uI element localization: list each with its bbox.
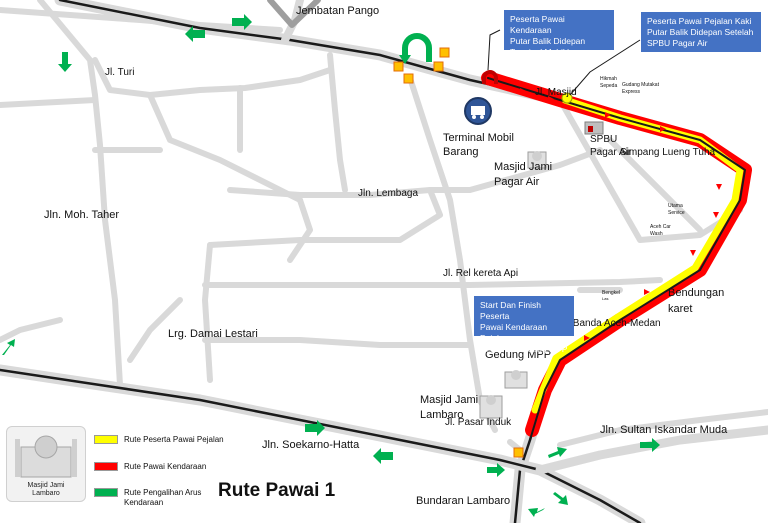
label-bengkel-2: Las bbox=[602, 296, 608, 301]
detour-arrow-icon bbox=[548, 447, 567, 458]
label-banda-aceh-medan: Jl. Banda Aceh-Medan bbox=[560, 318, 661, 329]
label-terminal-2: Barang bbox=[443, 146, 478, 158]
legend-swatch-green bbox=[94, 488, 118, 497]
mosque-icon bbox=[504, 370, 528, 389]
label-hikmah-2: Sepeda bbox=[600, 83, 617, 89]
legend-label: Rute Peserta Pawai Pejalan bbox=[124, 435, 224, 444]
label-gedung-mpp: Gedung MPP bbox=[485, 349, 551, 361]
callout-walk-line-3: SPBU Pagar Air bbox=[647, 38, 708, 48]
u-turn-red-icon bbox=[482, 70, 498, 84]
legend-swatch-red bbox=[94, 462, 118, 471]
detour-arrow-icon bbox=[528, 508, 545, 517]
label-masjid-lambaro: Masjid Jami bbox=[420, 394, 478, 406]
label-hikmah: Hikmah bbox=[600, 76, 617, 82]
arrow-icon bbox=[716, 184, 722, 190]
detour-arrow-icon bbox=[373, 448, 393, 464]
label-terminal: Terminal Mobil bbox=[443, 132, 514, 144]
label-masjid-lambaro-2: Lambaro bbox=[420, 409, 463, 421]
callout-vehicle-uturn: Peserta Pawai Kendaraan Putar Balik Dide… bbox=[504, 10, 614, 57]
arrow-icon bbox=[690, 250, 696, 256]
label-jl-soekarno: Jln. Soekarno-Hatta bbox=[262, 439, 360, 451]
label-jl-turi: Jl. Turi bbox=[105, 67, 134, 78]
legend-item-detour: Rute Pengalihan Arus Kendaraan bbox=[94, 488, 214, 508]
map-labels: Jembatan Pango Jl. Turi Jl. Masjid Termi… bbox=[44, 5, 728, 507]
map-title: Rute Pawai 1 bbox=[218, 480, 336, 501]
label-spbu-2: Pagar Air bbox=[590, 147, 632, 158]
callout-start-line-3: Di depan Gedung MPP bbox=[480, 344, 568, 354]
label-aceh-car-2: Wash bbox=[650, 231, 663, 237]
legend-image-caption: Masjid Jami Lambaro bbox=[7, 482, 85, 498]
detour-arrow-icon bbox=[305, 420, 325, 436]
label-utama-2: Service bbox=[668, 210, 685, 216]
detour-arrow-icon bbox=[553, 492, 568, 505]
arrow-icon bbox=[660, 126, 666, 132]
label-utama: Utama bbox=[668, 203, 683, 209]
callout-vehicle-line-3: Terminal Mobil barang bbox=[510, 47, 594, 57]
label-aceh-car: Aceh Car bbox=[650, 224, 671, 230]
callout-start-line-1: Start Dan Finish Peserta bbox=[480, 300, 541, 321]
label-jl-lembaga: Jln. Lembaga bbox=[358, 188, 418, 199]
arrow-icon bbox=[713, 212, 719, 218]
detour-arrows bbox=[2, 14, 660, 517]
label-bundaran: Bundaran Lambaro bbox=[416, 495, 510, 507]
mosque-icon bbox=[479, 395, 503, 419]
label-gudang: Gudang Mutakat bbox=[622, 82, 660, 88]
legend-swatch-yellow bbox=[94, 435, 118, 444]
arrow-icon bbox=[584, 335, 590, 341]
callout-start-line-2: Pawai Kendaraan Pejalan bbox=[480, 322, 548, 343]
label-masjid-pagar-air: Masjid Jami bbox=[494, 161, 552, 173]
detour-arrow-icon bbox=[2, 339, 15, 355]
legend-caption-line-2: Lambaro bbox=[32, 490, 60, 497]
legend-label: Rute Pengalihan Arus Kendaraan bbox=[124, 488, 202, 507]
callout-walk-line-2: Putar Balik Didepan Setelah bbox=[647, 27, 754, 37]
callout-vehicle-line-1: Peserta Pawai Kendaraan bbox=[510, 14, 565, 35]
gas-station-icon bbox=[584, 121, 604, 135]
arrow-icon bbox=[520, 88, 526, 94]
label-bengkel: Bengkel bbox=[602, 290, 620, 296]
label-lrg-damai: Lrg. Damai Lestari bbox=[168, 328, 258, 340]
label-jl-masjid: Jl. Masjid bbox=[535, 87, 577, 98]
label-bendungan: Bendungan bbox=[668, 287, 724, 299]
legend-item-vehicle: Rute Pawai Kendaraan bbox=[94, 462, 206, 472]
detour-arrow-icon bbox=[640, 438, 660, 452]
detour-arrow-icon bbox=[185, 26, 205, 42]
detour-arrow-icon bbox=[487, 463, 505, 477]
label-bendungan-2: karet bbox=[668, 303, 692, 315]
legend-item-walk: Rute Peserta Pawai Pejalan bbox=[94, 435, 224, 445]
detour-arrow-icon bbox=[232, 14, 252, 30]
legend-caption-line-1: Masjid Jami bbox=[27, 482, 65, 489]
route-arrows bbox=[520, 88, 722, 341]
callout-walk-uturn: Peserta Pawai Pejalan Kaki Putar Balik D… bbox=[641, 12, 761, 52]
label-jl-rel: Jl. Rel kereta Api bbox=[443, 268, 518, 279]
label-spbu: SPBU bbox=[590, 134, 617, 145]
label-jembatan-pango: Jembatan Pango bbox=[296, 5, 379, 17]
label-gudang-2: Express bbox=[622, 89, 641, 95]
arrow-icon bbox=[644, 289, 650, 295]
legend-label: Rute Pawai Kendaraan bbox=[124, 462, 207, 471]
callout-start-finish: Start Dan Finish Peserta Pawai Kendaraan… bbox=[474, 296, 574, 354]
label-masjid-pagar-air-2: Pagar Air bbox=[494, 176, 540, 188]
label-jl-moh-taher: Jln. Moh. Taher bbox=[44, 209, 119, 221]
label-jl-sultan: Jln. Sultan Iskandar Muda bbox=[600, 424, 728, 436]
detour-arrow-icon bbox=[58, 52, 72, 72]
mosque-icon bbox=[15, 435, 77, 478]
terminal-icon bbox=[464, 97, 492, 125]
mosque-icon bbox=[527, 151, 547, 169]
u-turn-green-icon bbox=[402, 33, 432, 62]
callout-walk-line-1: Peserta Pawai Pejalan Kaki bbox=[647, 16, 752, 26]
arrow-icon bbox=[605, 112, 611, 118]
arrow-icon bbox=[548, 96, 554, 102]
label-jl-pasar: Jl. Pasar Induk bbox=[445, 417, 512, 428]
callout-vehicle-line-2: Putar Balik Didepan bbox=[510, 36, 586, 46]
barrier-markers bbox=[393, 47, 573, 458]
label-tungkop: Simpang Lueng Tuha bbox=[620, 147, 716, 158]
legend-mosque-image: Masjid Jami Lambaro bbox=[6, 426, 86, 502]
